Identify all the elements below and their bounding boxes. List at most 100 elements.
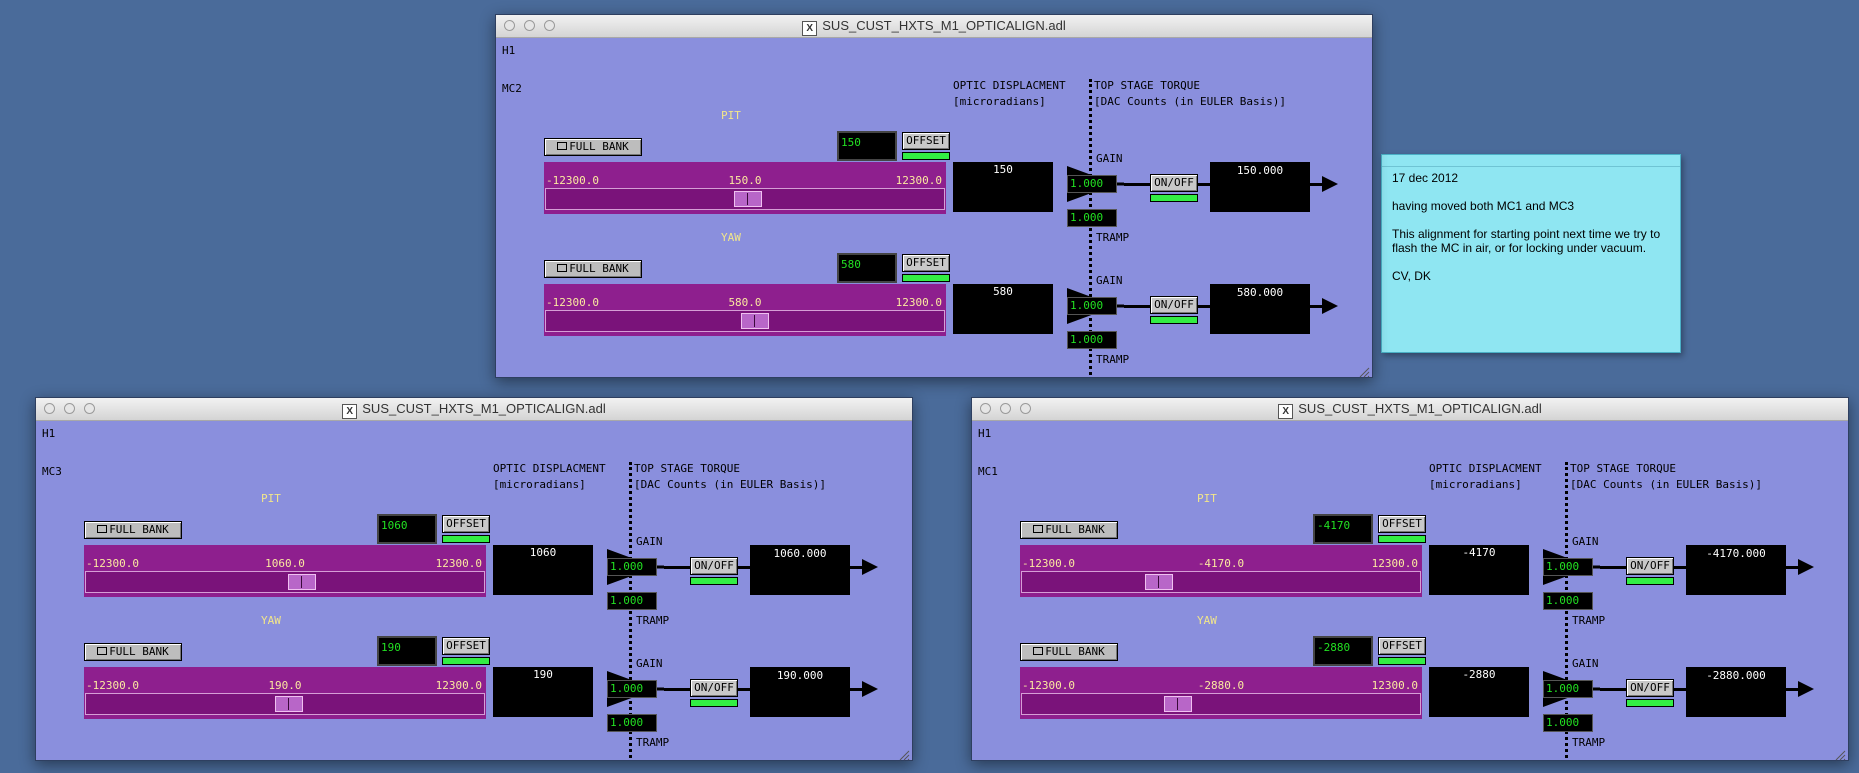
slider-thumb[interactable] <box>288 574 316 590</box>
slider-track[interactable] <box>85 571 485 593</box>
zoom-icon[interactable] <box>84 403 95 414</box>
slider-track[interactable] <box>1021 693 1421 715</box>
dof-label: PIT <box>1197 492 1217 505</box>
tramp-label: TRAMP <box>1572 614 1606 627</box>
resize-grip-icon[interactable] <box>1358 363 1370 378</box>
disp-units: [microradians] <box>953 95 1046 108</box>
tramp-input[interactable]: 1.000 <box>1067 331 1117 349</box>
offset-button[interactable]: OFFSET <box>442 515 490 533</box>
output-line <box>1786 688 1802 691</box>
offset-input[interactable]: -2880 <box>1313 636 1373 666</box>
slider-max: 12300.0 <box>1371 679 1418 692</box>
slider-track[interactable] <box>1021 571 1421 593</box>
gain-input[interactable]: 1.000 <box>1543 558 1593 576</box>
divider-dotted <box>629 462 632 758</box>
offset-input[interactable]: 1060 <box>377 514 437 544</box>
full-bank-button[interactable]: FULL BANK <box>1020 643 1118 661</box>
resize-grip-icon[interactable] <box>898 746 910 761</box>
onoff-status-led <box>690 699 738 707</box>
onoff-button[interactable]: ON/OFF <box>1150 296 1198 314</box>
minimize-icon[interactable] <box>64 403 75 414</box>
offset-input[interactable]: 190 <box>377 636 437 666</box>
close-icon[interactable] <box>44 403 55 414</box>
slider-max: 12300.0 <box>435 679 482 692</box>
x11-icon: X <box>802 21 818 36</box>
divider-dotted <box>1089 79 1092 375</box>
dof-label: PIT <box>261 492 281 505</box>
sticky-note[interactable]: 17 dec 2012 having moved both MC1 and MC… <box>1381 154 1681 353</box>
offset-input[interactable]: 150 <box>837 131 897 161</box>
offset-button[interactable]: OFFSET <box>1378 637 1426 655</box>
close-icon[interactable] <box>980 403 991 414</box>
offset-button[interactable]: OFFSET <box>442 637 490 655</box>
output-line <box>850 566 866 569</box>
full-bank-button[interactable]: FULL BANK <box>84 643 182 661</box>
tramp-input[interactable]: 1.000 <box>607 592 657 610</box>
signal-line <box>1674 566 1686 569</box>
offset-button[interactable]: OFFSET <box>1378 515 1426 533</box>
onoff-button[interactable]: ON/OFF <box>1626 679 1674 697</box>
offset-status-led <box>1378 657 1426 665</box>
minimize-icon[interactable] <box>1000 403 1011 414</box>
gain-input[interactable]: 1.000 <box>1067 175 1117 193</box>
slider-thumb[interactable] <box>1164 696 1192 712</box>
full-bank-button[interactable]: FULL BANK <box>544 138 642 156</box>
slider-min: -12300.0 <box>86 557 139 570</box>
full-bank-button[interactable]: FULL BANK <box>544 260 642 278</box>
gain-input[interactable]: 1.000 <box>607 558 657 576</box>
zoom-icon[interactable] <box>1020 403 1031 414</box>
offset-status-led <box>1378 535 1426 543</box>
gain-input[interactable]: 1.000 <box>1067 297 1117 315</box>
slider-thumb[interactable] <box>741 313 769 329</box>
output-line <box>1310 183 1326 186</box>
slider-min: -12300.0 <box>86 679 139 692</box>
offset-input[interactable]: -4170 <box>1313 514 1373 544</box>
offset-input[interactable]: 580 <box>837 253 897 283</box>
slider-thumb[interactable] <box>734 191 762 207</box>
gain-input[interactable]: 1.000 <box>607 680 657 698</box>
offset-button[interactable]: OFFSET <box>902 254 950 272</box>
slider-track[interactable] <box>85 693 485 715</box>
full-bank-button[interactable]: FULL BANK <box>1020 521 1118 539</box>
close-icon[interactable] <box>504 20 515 31</box>
onoff-button[interactable]: ON/OFF <box>690 557 738 575</box>
offset-status-led <box>902 152 950 160</box>
onoff-button[interactable]: ON/OFF <box>1150 174 1198 192</box>
offset-button[interactable]: OFFSET <box>902 132 950 150</box>
slider-track[interactable] <box>545 188 945 210</box>
tramp-input[interactable]: 1.000 <box>607 714 657 732</box>
tramp-input[interactable]: 1.000 <box>1067 209 1117 227</box>
onoff-button[interactable]: ON/OFF <box>690 679 738 697</box>
slider-max: 12300.0 <box>435 557 482 570</box>
zoom-icon[interactable] <box>544 20 555 31</box>
optic-label: MC1 <box>978 465 998 478</box>
tramp-input[interactable]: 1.000 <box>1543 592 1593 610</box>
full-bank-button[interactable]: FULL BANK <box>84 521 182 539</box>
slider-thumb[interactable] <box>1145 574 1173 590</box>
sticky-note-bar[interactable] <box>1382 155 1680 167</box>
slider-thumb[interactable] <box>275 696 303 712</box>
dof-label: YAW <box>1197 614 1217 627</box>
tramp-input[interactable]: 1.000 <box>1543 714 1593 732</box>
window-icon <box>97 525 108 533</box>
disp-header: OPTIC DISPLACMENT <box>493 462 606 475</box>
gain-label: GAIN <box>1572 657 1599 670</box>
resize-grip-icon[interactable] <box>1834 746 1846 761</box>
slider-track[interactable] <box>545 310 945 332</box>
gain-input[interactable]: 1.000 <box>1543 680 1593 698</box>
onoff-button[interactable]: ON/OFF <box>1626 557 1674 575</box>
minimize-icon[interactable] <box>524 20 535 31</box>
